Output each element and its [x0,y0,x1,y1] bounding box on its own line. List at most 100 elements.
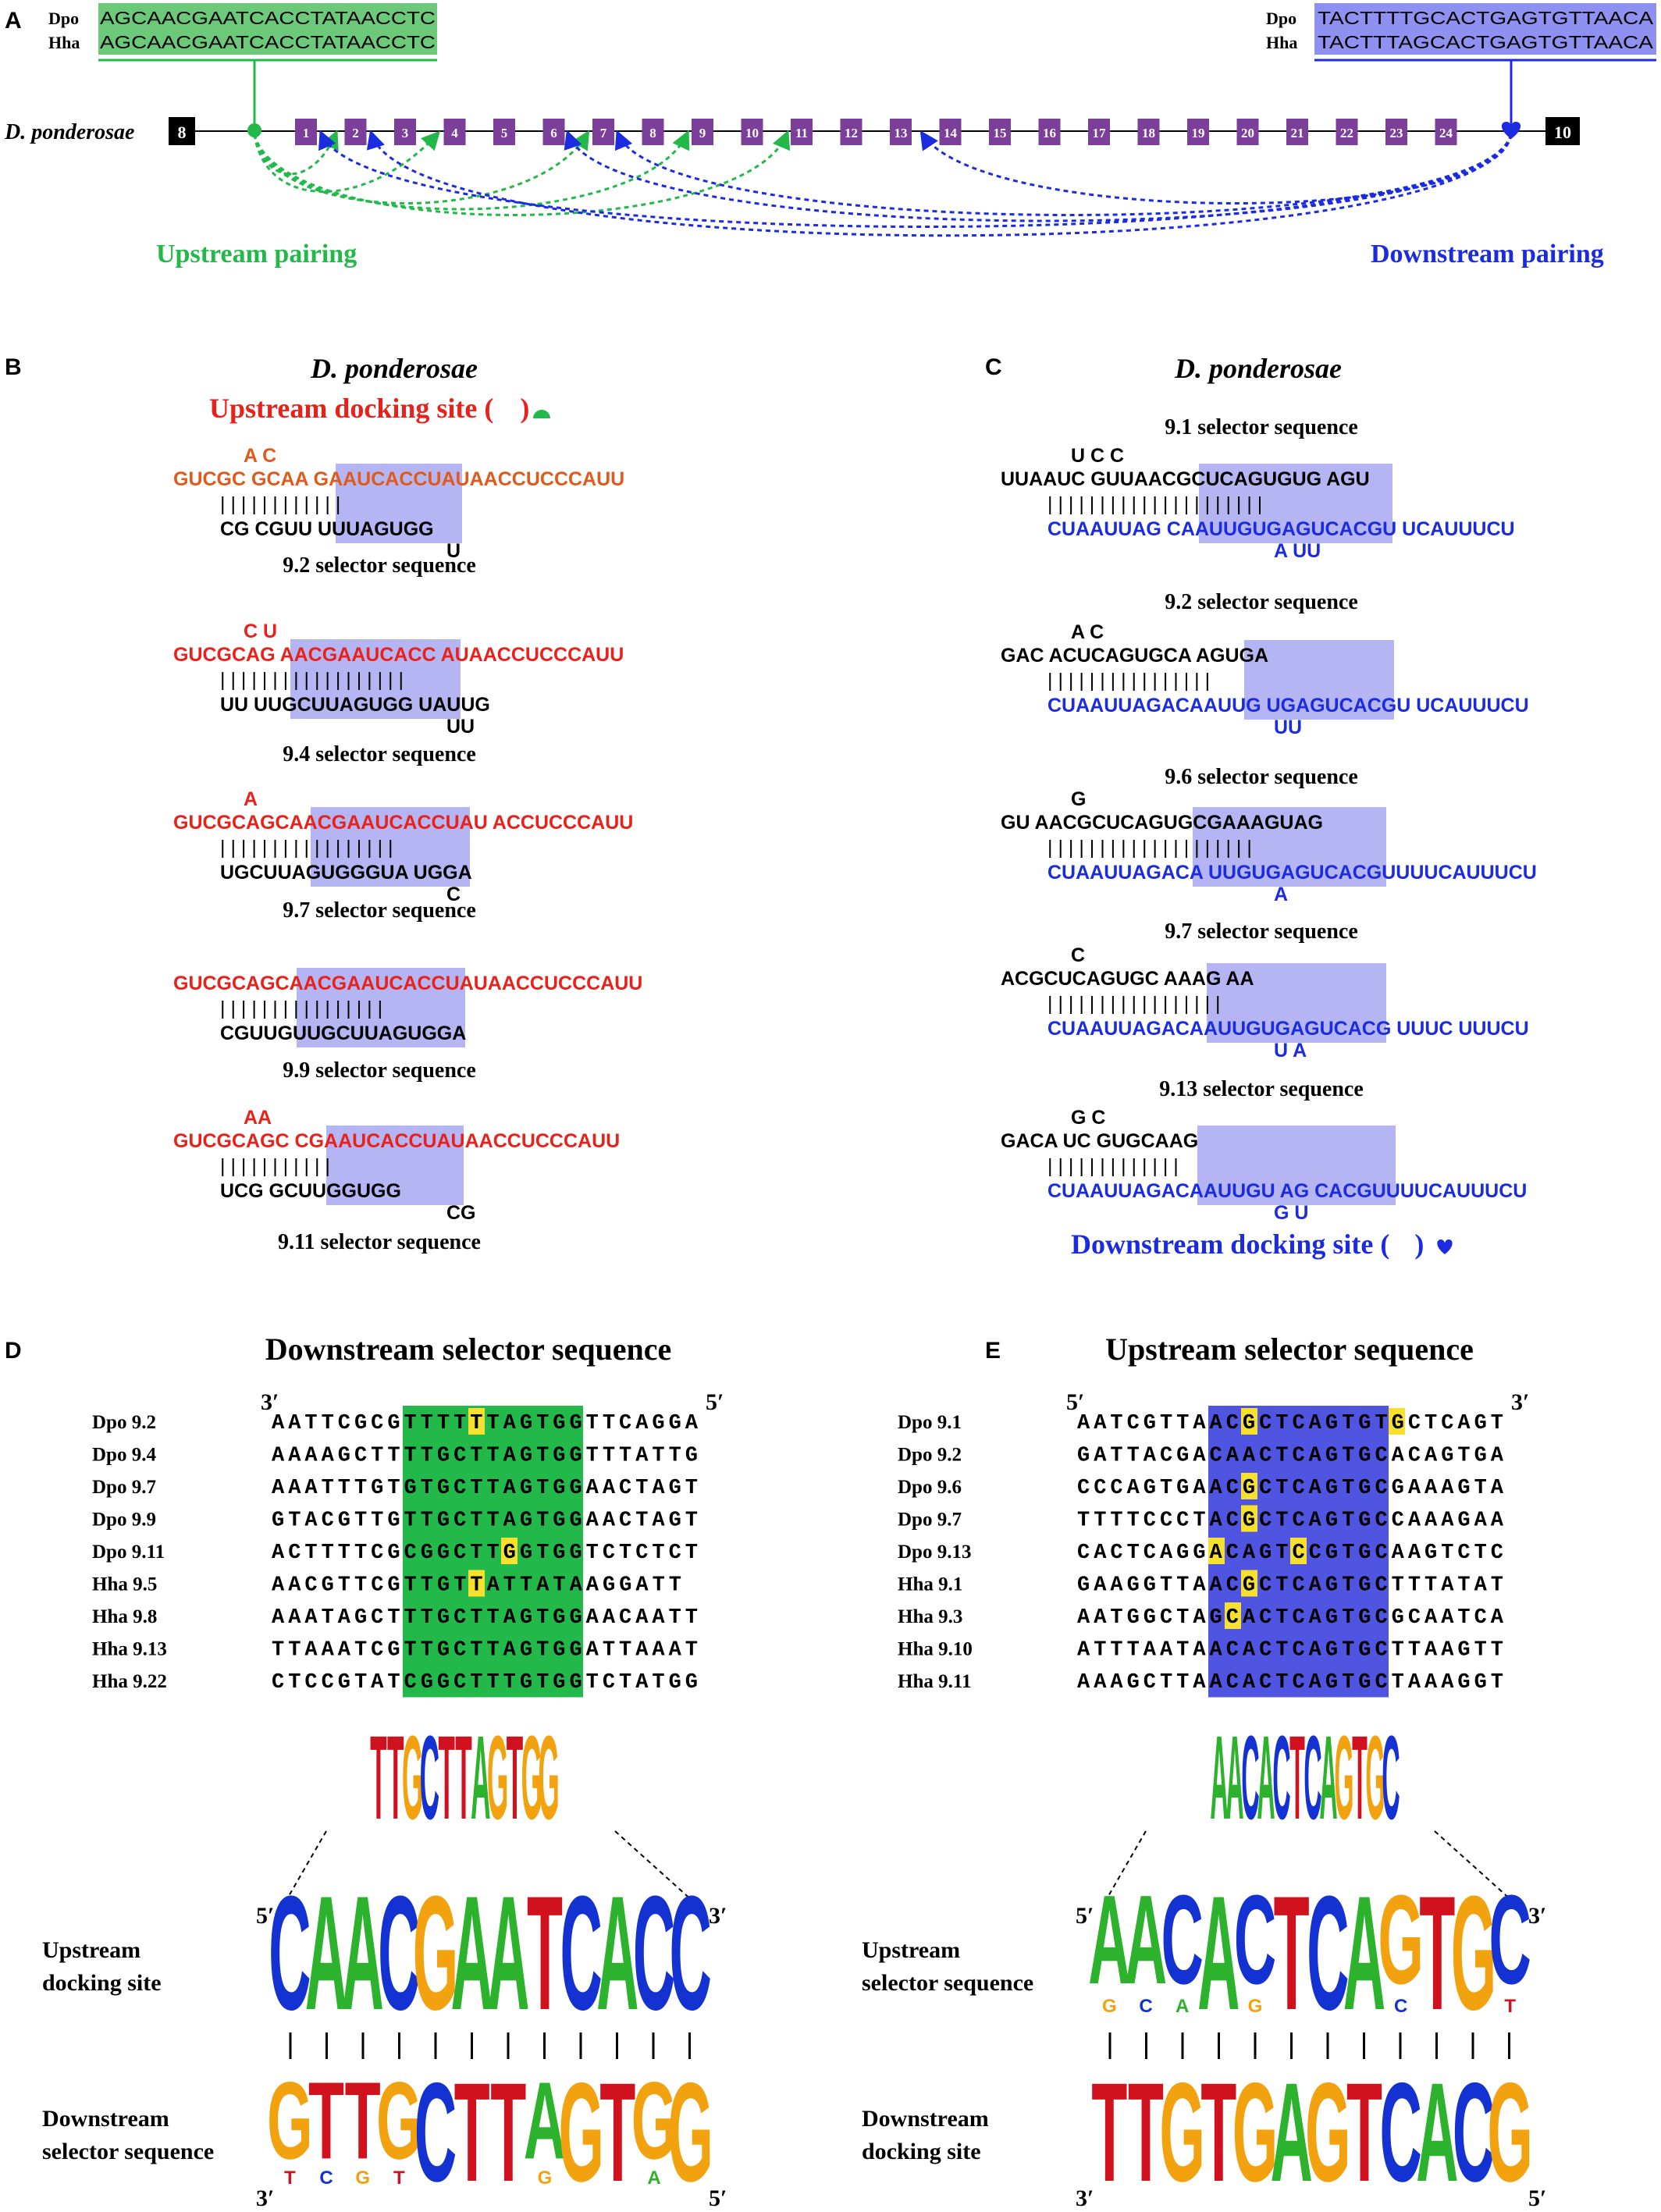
logo-e-upper-minor-letter-9: C [1394,1996,1407,2017]
logo-d-lower-letter-4: G [376,2059,422,2182]
panel-b-letter: B [5,354,22,380]
logo-d-small-letter-5: T [438,1712,454,1845]
exon-8-box [169,117,195,145]
downstream-box-seq-dpo: TACTTTTGCACTGAGTGTTAACA [1318,8,1654,28]
panel-c-label-3: 9.6 selector sequence [1165,765,1358,789]
logo-d-small-letter-1: T [370,1712,386,1845]
exon-box-9 [692,119,713,145]
panel-e-title: Upstream selector sequence [1105,1332,1474,1367]
upstream-structure-3-top-strand: GUCGCAGCAACGAAUCACCUAU ACCUCCCAUU [173,812,633,834]
downstream-structure-4-bulge-top: C [1071,944,1085,966]
downstream-box-seq-hha: TACTTTAGCACTGAGTGTTAACA [1318,32,1654,52]
logo-d-upper-letter-11: C [633,1862,675,2044]
selector-d-row-name: Dpo 9.9 [92,1510,156,1531]
upper-end-right-e: 3′ [1528,1903,1546,1929]
exon-10-box [1545,117,1580,145]
selector-d-row-name: Hha 9.22 [92,1671,167,1692]
panel-b-label-2: 9.4 selector sequence [283,742,476,766]
logo-e-lower-letter-10: A [1416,2054,1458,2211]
logo-e-lower-letter-5: G [1232,2054,1279,2211]
downstream-structure-1-bottom-strand: CUAAUUAG CAAUUGUGAGUCACGU UCAUUUCU [1047,518,1515,540]
lower-end-right-d: 5′ [709,2185,727,2211]
downstream-structure-3-bottom-strand: CUAAUUAGACA UUGUGAGUCACGUUUUCAUUUCU [1047,862,1537,884]
downstream-structure-5-bulge-bottom: G U [1274,1202,1308,1224]
upper-end-right-d: 3′ [709,1903,727,1929]
selector-d-row-name: Dpo 9.2 [92,1412,156,1433]
logo-d-lower-letter-5: C [414,2054,457,2211]
logo-d-lower-letter-9: G [558,2054,604,2211]
panel-c-letter: C [985,354,1002,380]
selector-d-row-name: Hha 9.5 [92,1574,157,1595]
panel-b-heading: Upstream docking site () [209,393,529,424]
panel-e-small-logo: AACACTCAGTGC [1210,1712,1400,1844]
logo-e-upper-minor-letter-5: G [1248,1996,1263,2017]
logo-d-lower-letter-3: T [345,2059,381,2182]
logo-d-lower-letter-6: T [454,2054,490,2211]
exon-box-7 [592,119,614,145]
upstream-structure-3-bulge-top: A [244,788,258,810]
exon-label-20: 20 [1241,126,1254,140]
lower-label-line2-e: docking site [862,2139,981,2164]
exon-box-22 [1336,119,1358,145]
logo-d-lower-letter-7: T [490,2054,526,2211]
downstream-structure-4-highlight [1207,963,1386,1043]
exon-box-4 [443,119,466,145]
exon-label-23: 23 [1390,126,1403,140]
logo-e-upper-letter-7: C [1307,1862,1349,2044]
logo-e-lower-letter-1: T [1091,2054,1127,2211]
exon-box-21 [1286,119,1308,145]
selector-e-mismatch-highlight [1290,1538,1307,1564]
lower-label-line1-d: Downstream [42,2106,169,2132]
logo-d-upper-letter-2: A [305,1862,347,2044]
exon-label-19: 19 [1192,126,1205,140]
logo-e-small-letter-12: C [1382,1712,1400,1844]
downstream-structure-3-bulge-bottom: A [1274,884,1288,905]
downstream-structure-4-bulge-bottom: U A [1274,1040,1307,1062]
exon-box-11 [791,119,813,145]
upstream-structure-2-highlight [290,639,461,719]
downstream-structure-3-bulge-top: G [1071,788,1086,810]
selector-d-conserved-block [403,1406,583,1698]
exon-10-label: 10 [1554,123,1571,142]
selector-d-row-seq: AACGTTCGTTGTTATTATAAGGATT [272,1574,681,1598]
panel-b-label-4: 9.9 selector sequence [283,1058,476,1083]
downstream-structure-1-top-strand: UUAAUC GUUAACGCUCAGUGUG AGU [1001,468,1370,490]
selector-e-row-name: Dpo 9.1 [898,1412,962,1433]
exon-label-14: 14 [944,126,958,140]
upper-label-line1-d: Upstream [42,1937,140,1963]
exon-label-22: 22 [1340,126,1353,140]
lower-end-left-d: 3′ [256,2185,274,2211]
logo-d-upper-letter-1: C [269,1862,311,2044]
selector-e-mismatch-highlight [1225,1602,1241,1629]
downstream-structure-1-bulge-top: U C C [1071,445,1124,467]
selector-d-mismatch-highlight [501,1538,518,1564]
logo-d-lower-letter-8: A [524,2059,566,2182]
upstream-structure-1-bulge-top: A C [244,445,276,467]
upstream-structure-5-bulge-bottom: CG [446,1202,476,1224]
upstream-box-seq-hha: AGCAACGAATCACCTATAACCTC [100,32,436,52]
exon-box-5 [493,119,515,145]
upstream-box-label-hha: Hha [48,33,80,52]
selector-e-row-name: Dpo 9.13 [898,1542,971,1563]
selector-e-row-name: Dpo 9.6 [898,1477,962,1498]
panel-d-end-left: 3′ [261,1389,279,1415]
panel-e: E Upstream selector sequence 5′ 3′ Dpo 9… [862,1332,1546,2211]
downstream-arc-3 [564,130,1513,222]
panel-c-footer-text: Downstream docking site ( [1071,1229,1389,1260]
logo-e-small-letter-11: G [1365,1712,1385,1844]
logo-d-lower-letter-1: G [267,2059,313,2182]
upstream-structure-5-top-strand: GUCGCAGC CGAAUCACCUAUAACCUCCCAUU [173,1130,620,1152]
logo-e-lower-letter-7: G [1305,2054,1351,2211]
panel-b-label-5: 9.11 selector sequence [278,1230,481,1254]
logo-d-lower-letter-11: G [631,2059,678,2182]
logo-d-upper-letter-3: A [341,1862,383,2044]
panel-b-label-3: 9.7 selector sequence [283,898,476,923]
upper-label-line2-e: selector sequence [862,1970,1033,1996]
downstream-pairing-label: Downstream pairing [1371,240,1604,268]
